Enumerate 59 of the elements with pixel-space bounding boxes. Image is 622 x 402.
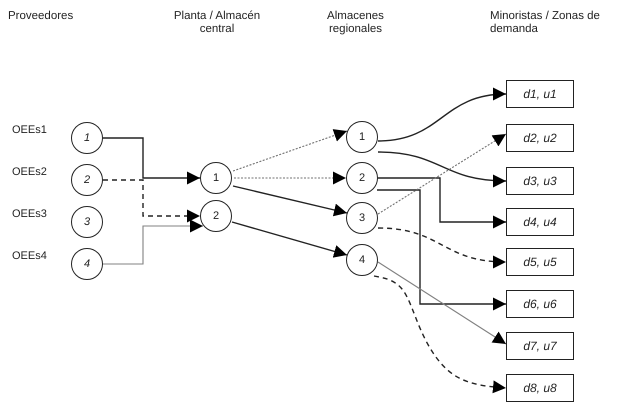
node-circle	[346, 121, 378, 153]
arrow	[103, 179, 200, 222]
demand-box	[506, 167, 574, 195]
arrow	[378, 134, 506, 214]
arrow	[103, 220, 203, 265]
node-number: 2	[358, 172, 366, 184]
arrow	[232, 129, 348, 172]
demand-box	[506, 124, 574, 152]
node-circle	[200, 162, 232, 194]
node-circle	[346, 202, 378, 234]
arrow	[378, 88, 506, 142]
arrow	[378, 151, 506, 187]
demand-label: d5, u5	[523, 255, 557, 269]
node-number: 2	[212, 210, 220, 222]
supplier-label: OEEs3	[12, 208, 47, 220]
demand-label: d6, u6	[523, 297, 557, 311]
node-number: 4	[84, 258, 90, 270]
node-number: 1	[84, 132, 90, 144]
node-circle	[200, 200, 232, 232]
demand-label: d3, u3	[523, 174, 557, 188]
arrow	[103, 137, 200, 184]
node-number: 3	[84, 216, 90, 228]
arrow	[378, 227, 506, 268]
column-heading: Almacenes regionales	[326, 10, 385, 36]
demand-box	[506, 248, 574, 276]
arrow	[378, 262, 506, 344]
demand-box	[506, 290, 574, 318]
demand-label: d7, u7	[523, 339, 557, 353]
node-circle	[71, 248, 103, 280]
demand-label: d8, u8	[523, 381, 557, 395]
demand-box	[506, 80, 574, 108]
node-number: 2	[84, 174, 90, 186]
arrow	[374, 275, 506, 394]
demand-box	[506, 208, 574, 236]
column-heading: Proveedores	[8, 10, 74, 24]
demand-box	[506, 332, 574, 360]
node-circle	[71, 206, 103, 238]
supplier-label: OEEs1	[12, 124, 47, 136]
node-circle	[71, 164, 103, 196]
demand-box	[506, 374, 574, 402]
arrow	[232, 221, 348, 258]
column-heading: Planta / Almacén central	[172, 10, 262, 36]
node-circle	[346, 162, 378, 194]
node-number: 3	[358, 212, 366, 224]
arrow	[234, 172, 346, 184]
arrow	[377, 189, 506, 310]
node-circle	[71, 122, 103, 154]
demand-label: d2, u2	[523, 131, 557, 145]
node-number: 1	[358, 131, 366, 143]
supplier-label: OEEs2	[12, 166, 47, 178]
demand-label: d1, u1	[523, 87, 557, 101]
arrow	[378, 177, 506, 228]
arrow	[232, 185, 348, 216]
supplier-label: OEEs4	[12, 250, 47, 262]
column-heading: Minoristas / Zonas de demanda	[490, 10, 601, 36]
demand-label: d4, u4	[523, 215, 557, 229]
node-circle	[346, 244, 378, 276]
node-number: 1	[212, 172, 220, 184]
node-number: 4	[358, 254, 366, 266]
